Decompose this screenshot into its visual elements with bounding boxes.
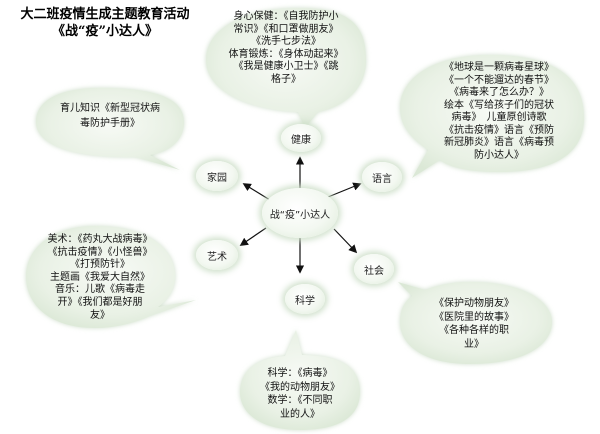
topic-health-label: 健康 [291, 134, 311, 146]
title-line-2: 《战“疫”小达人》 [52, 24, 158, 39]
home-bubble-shape [36, 88, 184, 170]
topic-home-label: 家园 [207, 172, 227, 184]
center-node-label: 战“疫”小达人 [269, 209, 331, 221]
arrow-to-language [327, 182, 362, 198]
topic-node-science: 科学 [285, 284, 325, 314]
science-line-1: 科学：《病毒》 [267, 368, 333, 379]
language-line-7: 新冠肺炎》语言《病毒预 [444, 137, 554, 148]
art-line-4: 主题画《我爱大自然》 [50, 271, 150, 283]
title-line-1: 大二班疫情生成主题教育活动 [20, 7, 190, 22]
topic-node-art: 艺术 [196, 240, 238, 270]
language-line-4: 绘本《写给孩子们的冠状 [444, 99, 554, 111]
art-line-6: 开》《我们都是好朋 [57, 296, 143, 308]
language-bubble-text: 《地球是一颗病毒星球》 《一个不能遛达的春节》 《病毒来了怎么办？》 绘本《写给… [424, 62, 574, 162]
language-bubble-shape [400, 55, 584, 178]
language-line-3: 《病毒来了怎么办？》 [449, 87, 549, 98]
center-node: 战“疫”小达人 [262, 188, 338, 238]
art-line-2: 《抗击疫情》《小怪兽》 [47, 246, 153, 258]
science-line-3: 数学：《不同职 [267, 395, 333, 406]
topic-society-label: 社会 [364, 265, 384, 277]
language-line-6: 《抗击疫情》语言《预防 [444, 124, 554, 136]
health-bubble-text: 身心保健：《自我防护小 常识》《和口罩做朋友》 《洗手七步法》 体育锻炼：《身体… [216, 11, 356, 86]
art-bubble-text: 美术：《药丸大战病毒》 《抗击疫情》《小怪兽》 《打预防针》 主题画《我爱大自然… [34, 234, 166, 322]
home-line-1: 育儿知识《新型冠状病 [60, 103, 160, 114]
topic-art-label: 艺术 [207, 251, 227, 263]
society-line-3: 《各种各样的职 [439, 325, 509, 336]
connector-arrows [239, 156, 362, 274]
society-line-1: 《保护动物朋友》 [434, 298, 514, 309]
science-line-2: 《我的动物朋友》 [260, 381, 340, 393]
art-line-7: 友》 [90, 309, 110, 321]
science-line-4: 业的人》 [280, 408, 320, 420]
language-line-2: 《一个不能遛达的春节》 [444, 74, 554, 86]
home-bubble-text: 育儿知识《新型冠状病 毒防护手册》 [46, 101, 174, 131]
arrow-to-art [239, 227, 267, 246]
society-bubble-text: 《保护动物朋友》 《医院里的故事》 《各种各样的职 业》 [414, 297, 534, 351]
arrow-to-home [242, 183, 271, 201]
home-line-2: 毒防护手册》 [80, 118, 140, 129]
health-line-6: 格子》 [271, 73, 301, 85]
art-line-1: 美术：《药丸大战病毒》 [47, 234, 153, 245]
art-bubble-shape [26, 226, 196, 328]
society-bubble-shape [398, 282, 552, 364]
health-line-3: 《洗手七步法》 [251, 36, 321, 47]
health-line-2: 常识》《和口罩做朋友》 [233, 23, 339, 35]
topic-node-home: 家园 [196, 161, 238, 191]
health-line-1: 身心保健：《自我防护小 [233, 11, 339, 22]
topic-language-label: 语言 [372, 173, 392, 185]
topic-science-label: 科学 [295, 295, 315, 307]
arrow-to-society [333, 228, 358, 254]
language-line-1: 《地球是一颗病毒星球》 [444, 62, 554, 73]
art-line-5: 音乐：儿歌《病毒走 [55, 284, 145, 296]
science-bubble-text: 科学：《病毒》 《我的动物朋友》 数学：《不同职 业的人》 [250, 367, 350, 421]
society-line-4: 业》 [464, 338, 484, 350]
science-bubble-shape [240, 330, 360, 430]
topic-node-health: 健康 [281, 124, 321, 152]
health-line-4: 体育锻炼：《身体动起来》 [228, 48, 344, 60]
page-title: 大二班疫情生成主题教育活动 《战“疫”小达人》 [6, 6, 204, 40]
language-line-8: 防小达人》 [474, 149, 524, 161]
health-bubble-shape [206, 8, 366, 128]
language-line-5: 病毒》 儿童原创诗歌 [451, 112, 547, 123]
topic-node-language: 语言 [362, 162, 402, 192]
art-line-3: 《打预防针》 [70, 259, 130, 271]
society-line-2: 《医院里的故事》 [434, 311, 514, 323]
topic-node-society: 社会 [354, 254, 394, 284]
health-line-5: 《我是健康小卫士》《跳 [233, 61, 339, 72]
